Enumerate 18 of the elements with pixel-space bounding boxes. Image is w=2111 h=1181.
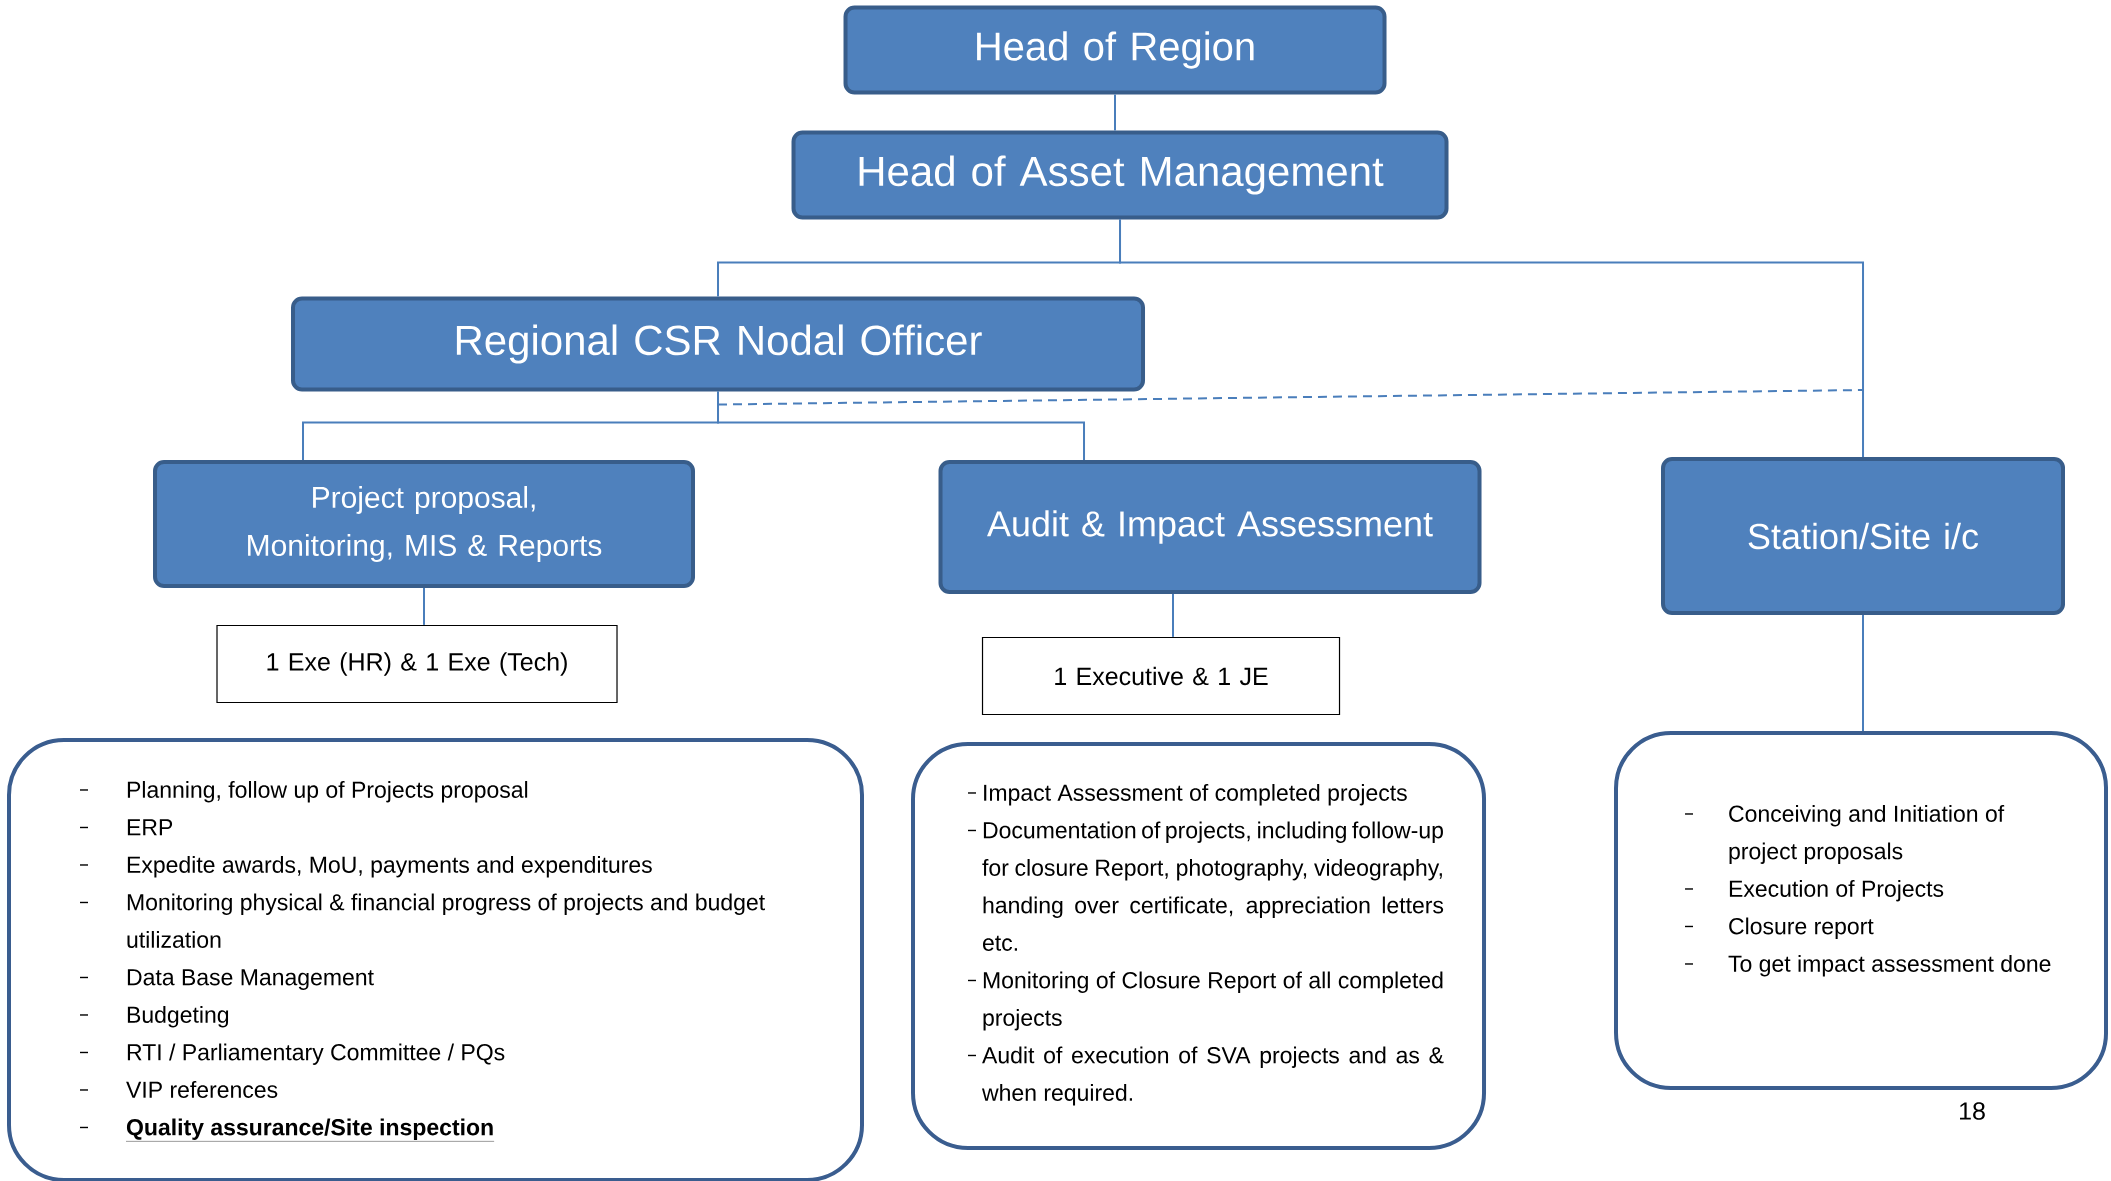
role-box: Audit & Impact Assessment <box>938 460 1482 594</box>
connector-line <box>717 390 1085 461</box>
connector-line <box>1119 218 1864 458</box>
connector-line <box>717 389 1864 406</box>
staff-box: 1 Executive & 1 JE <box>981 636 1341 716</box>
connector-line <box>1862 614 1864 732</box>
responsibility-card: Impact Assessment of completed projects Documentation of projects, including follow-up for closure Report, photography, videography, handing over certificate, appreciation letters etc. Monitoring of Closure Report of all completed projects Audit of execution of SVA projects and as & when required. <box>911 742 1486 1150</box>
role-box: Head of Region <box>843 5 1387 95</box>
staff-box: 1 Exe (HR) & 1 Exe (Tech) <box>216 624 618 704</box>
responsibility-card: Planning, follow up of Projects proposal ERP Expedite awards, MoU, payments and expenditures Monitoring physical & financial progress of projects and budget utilization Data Base Management Budgeting RTI / Parliamentary Committee / PQs VIP references Quality assurance/Site inspection <box>7 738 864 1181</box>
connector-line <box>423 587 425 626</box>
responsibility-card: Conceiving and Initiation of project proposals Execution of Projects Closure report To get impact assessment done <box>1614 731 2109 1090</box>
role-box: Station/Site i/c <box>1661 457 2066 615</box>
connector-line <box>1114 93 1116 132</box>
role-box: Project proposal, Monitoring, MIS & Reports <box>153 460 695 588</box>
connector-line <box>1172 593 1174 638</box>
role-box: Head of Asset Management <box>791 130 1449 220</box>
role-box: Regional CSR Nodal Officer <box>291 296 1145 392</box>
